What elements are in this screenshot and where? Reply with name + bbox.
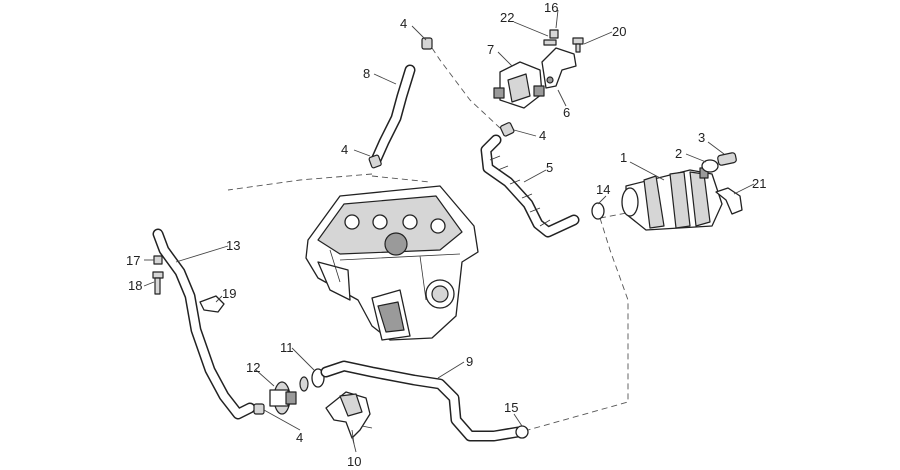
callout-17: 17 — [126, 253, 140, 268]
hose-9 — [320, 360, 524, 442]
clamp-4-right — [499, 122, 515, 137]
callout-10: 10 — [347, 454, 361, 469]
part-16 — [549, 29, 559, 39]
assembly-dash-lines — [227, 47, 633, 431]
callout-4-right: 4 — [539, 128, 546, 143]
callout-5: 5 — [546, 160, 553, 175]
callout-12: 12 — [246, 360, 260, 375]
callout-14: 14 — [596, 182, 610, 197]
callout-4-bottom: 4 — [296, 430, 303, 445]
valve-12 — [269, 381, 297, 415]
callout-20: 20 — [612, 24, 626, 39]
clamp-4-left — [368, 154, 382, 169]
ring-11b — [299, 376, 309, 392]
hose-13 — [152, 228, 256, 420]
callout-19: 19 — [222, 286, 236, 301]
callout-13: 13 — [226, 238, 240, 253]
part-17 — [153, 255, 163, 265]
hose-3 — [717, 152, 737, 166]
clip-19 — [199, 295, 225, 313]
canister-1 — [621, 167, 723, 231]
callout-16: 16 — [544, 0, 558, 15]
clamp-14 — [591, 202, 605, 220]
clamp-2 — [701, 159, 719, 173]
callout-4-left: 4 — [341, 142, 348, 157]
valve-7 — [493, 61, 545, 109]
part-22 — [543, 39, 557, 46]
callout-6: 6 — [563, 105, 570, 120]
hose-5 — [480, 134, 580, 238]
callout-1: 1 — [620, 150, 627, 165]
bracket-6 — [541, 47, 577, 89]
callouts: 1 2 3 4 4 4 4 5 6 7 8 9 10 11 12 13 14 1… — [126, 0, 766, 469]
clamp-15 — [515, 425, 529, 439]
callout-4-top: 4 — [400, 16, 407, 31]
callout-11: 11 — [280, 340, 294, 355]
hose-8 — [370, 64, 416, 166]
callout-8: 8 — [363, 66, 370, 81]
clamp-4-bottom — [253, 403, 265, 415]
clamp-4-top — [421, 37, 433, 50]
callout-9: 9 — [466, 354, 473, 369]
callout-22: 22 — [500, 10, 514, 25]
cylinder-head — [305, 185, 479, 341]
callout-7: 7 — [487, 42, 494, 57]
callout-15: 15 — [504, 400, 518, 415]
hose-21 — [715, 187, 743, 215]
bracket-10 — [325, 391, 373, 445]
callout-2: 2 — [675, 146, 682, 161]
callout-18: 18 — [128, 278, 142, 293]
bolt-18 — [152, 271, 164, 295]
leader-lines — [143, 9, 755, 453]
callout-21: 21 — [752, 176, 766, 191]
callout-3: 3 — [698, 130, 705, 145]
screw-20 — [572, 37, 584, 53]
